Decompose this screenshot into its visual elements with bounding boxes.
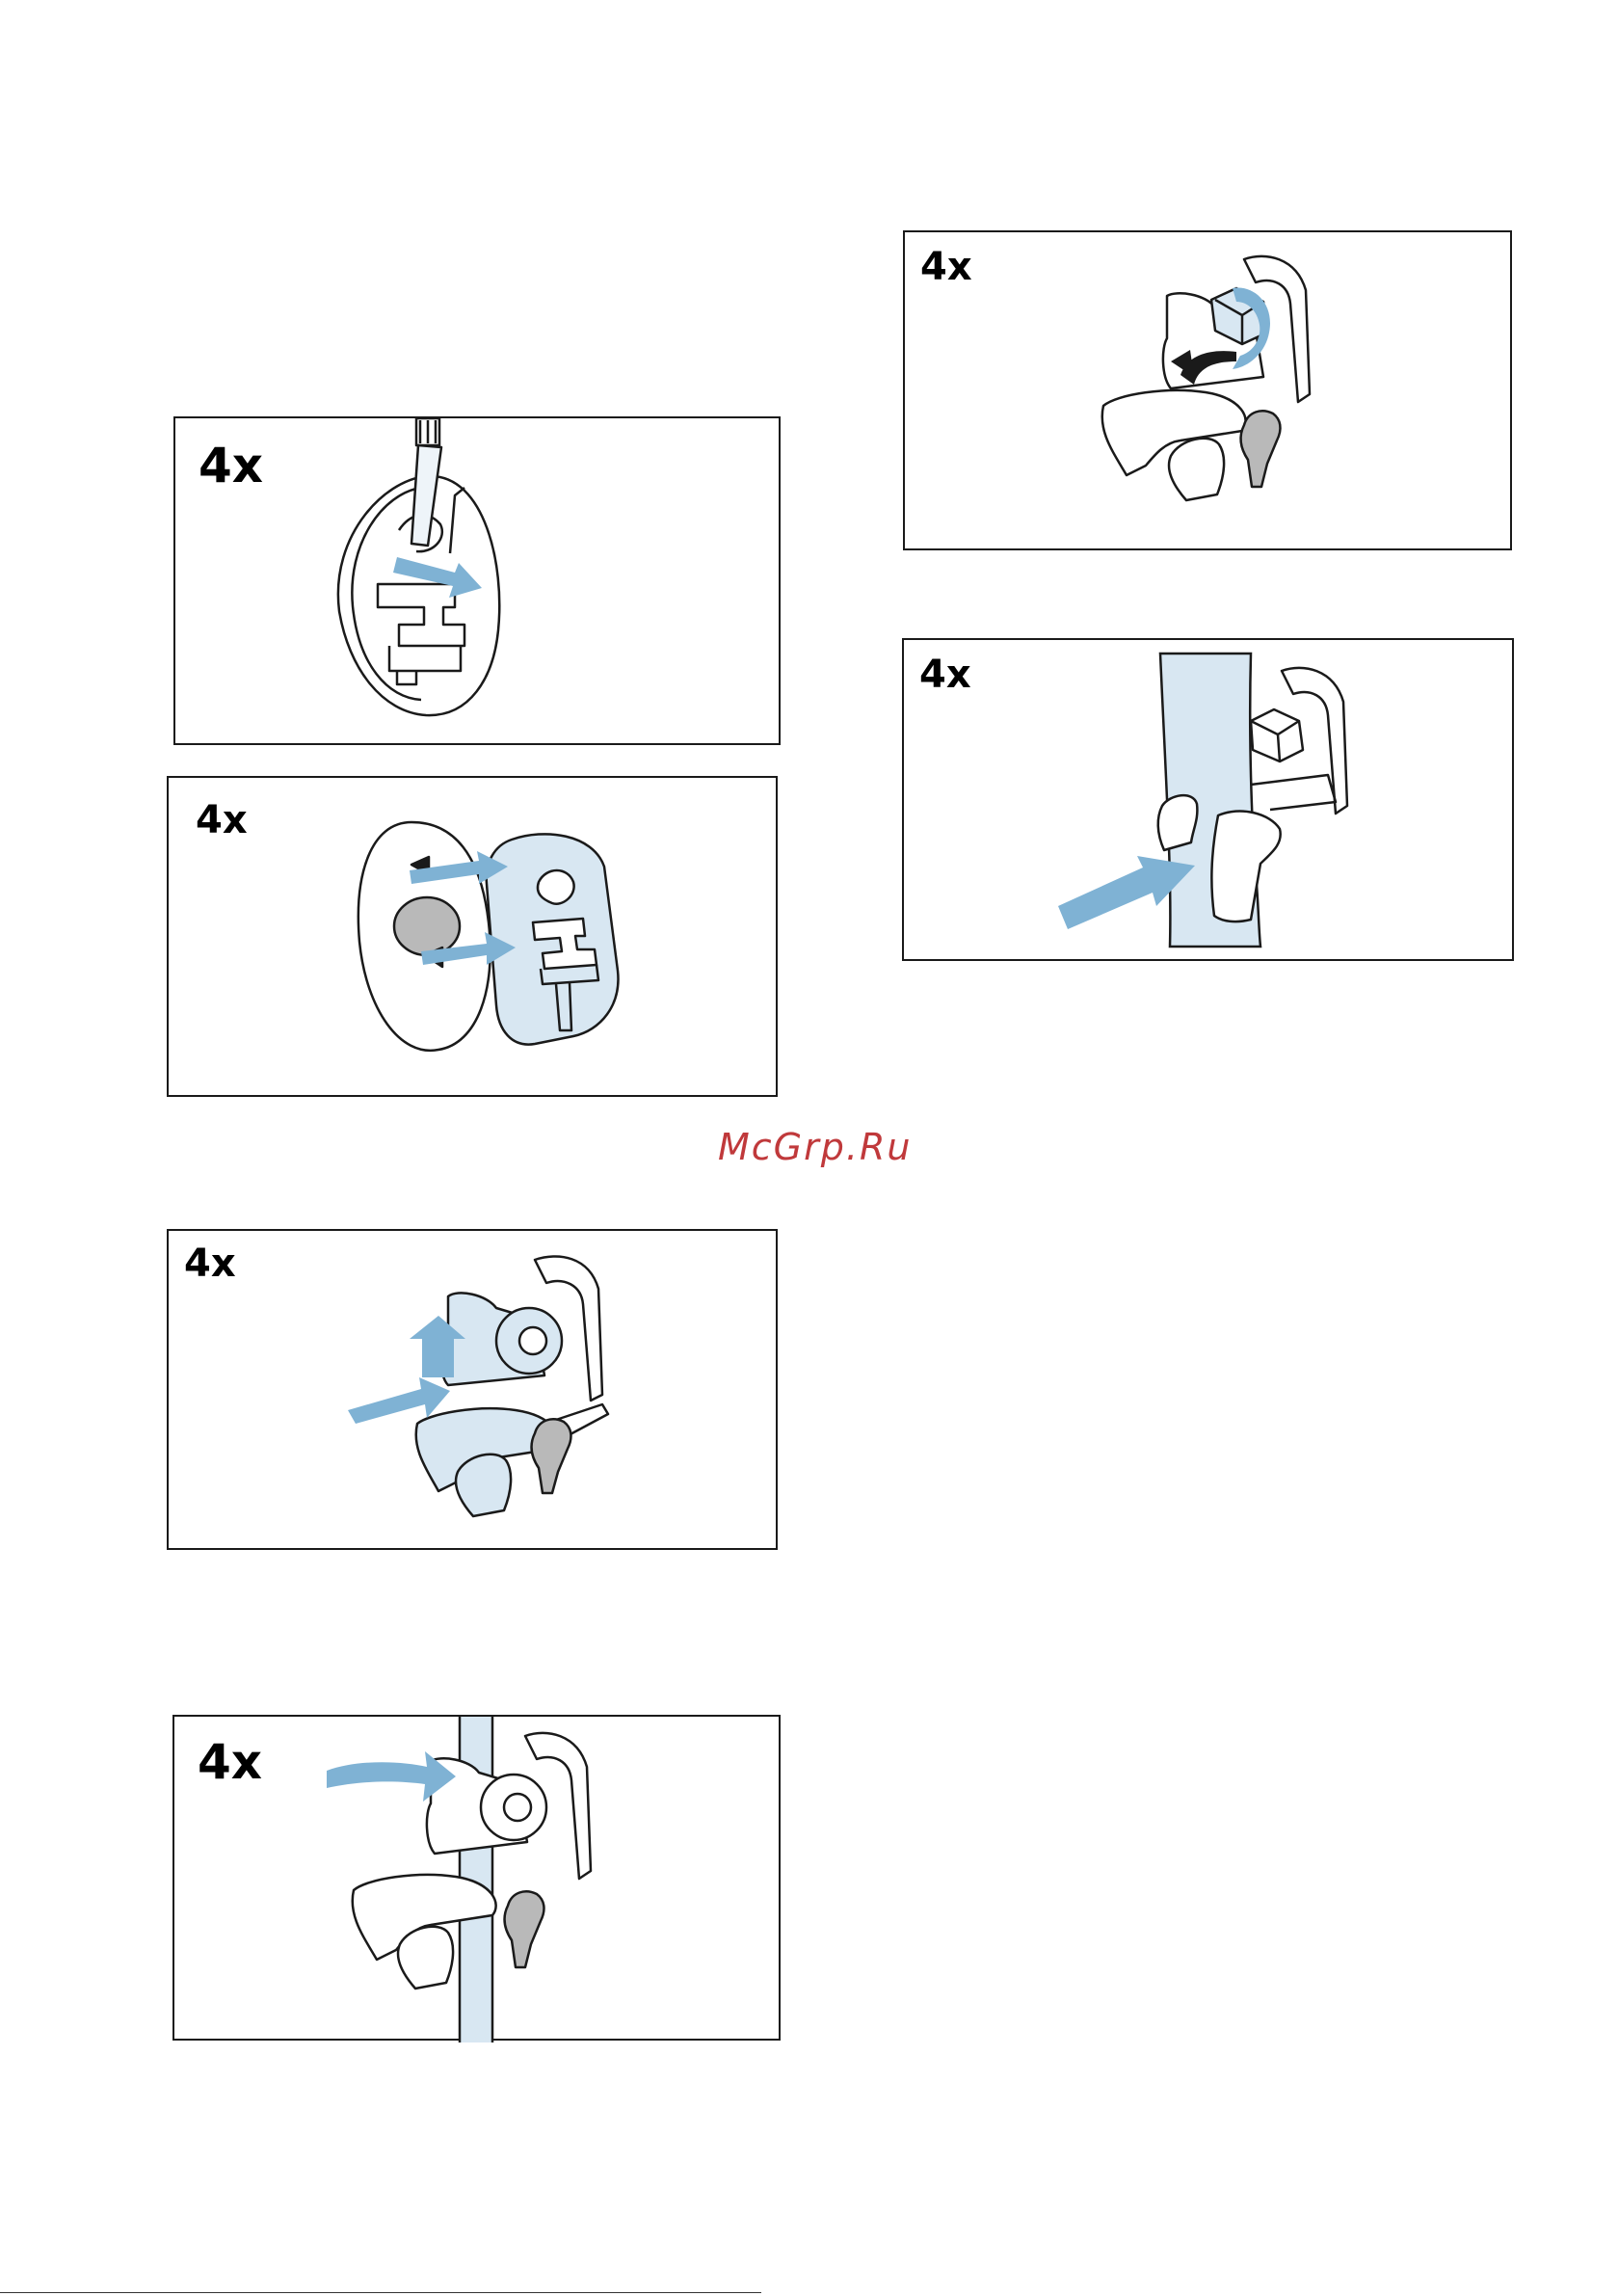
bottom-rule [0, 2292, 761, 2293]
screw-turning-illustration [905, 232, 1514, 552]
cover-removal-illustration [175, 418, 782, 747]
strip-pressing-illustration [904, 640, 1516, 963]
plate-mounting-illustration [169, 778, 780, 1099]
panel-insert-clip: 4x [167, 1229, 778, 1550]
panel-mount-plate: 4x [167, 776, 778, 1097]
panel-turn-screw: 4x [903, 230, 1512, 550]
panel-hinge-slide: 4x [172, 1715, 781, 2041]
panel-press-strip: 4x [902, 638, 1514, 961]
hinge-slide-illustration [174, 1717, 782, 2042]
clip-insertion-illustration [169, 1231, 780, 1552]
panel-remove-cover: 4x [173, 416, 781, 745]
watermark: McGrp.Ru [718, 1126, 912, 1168]
